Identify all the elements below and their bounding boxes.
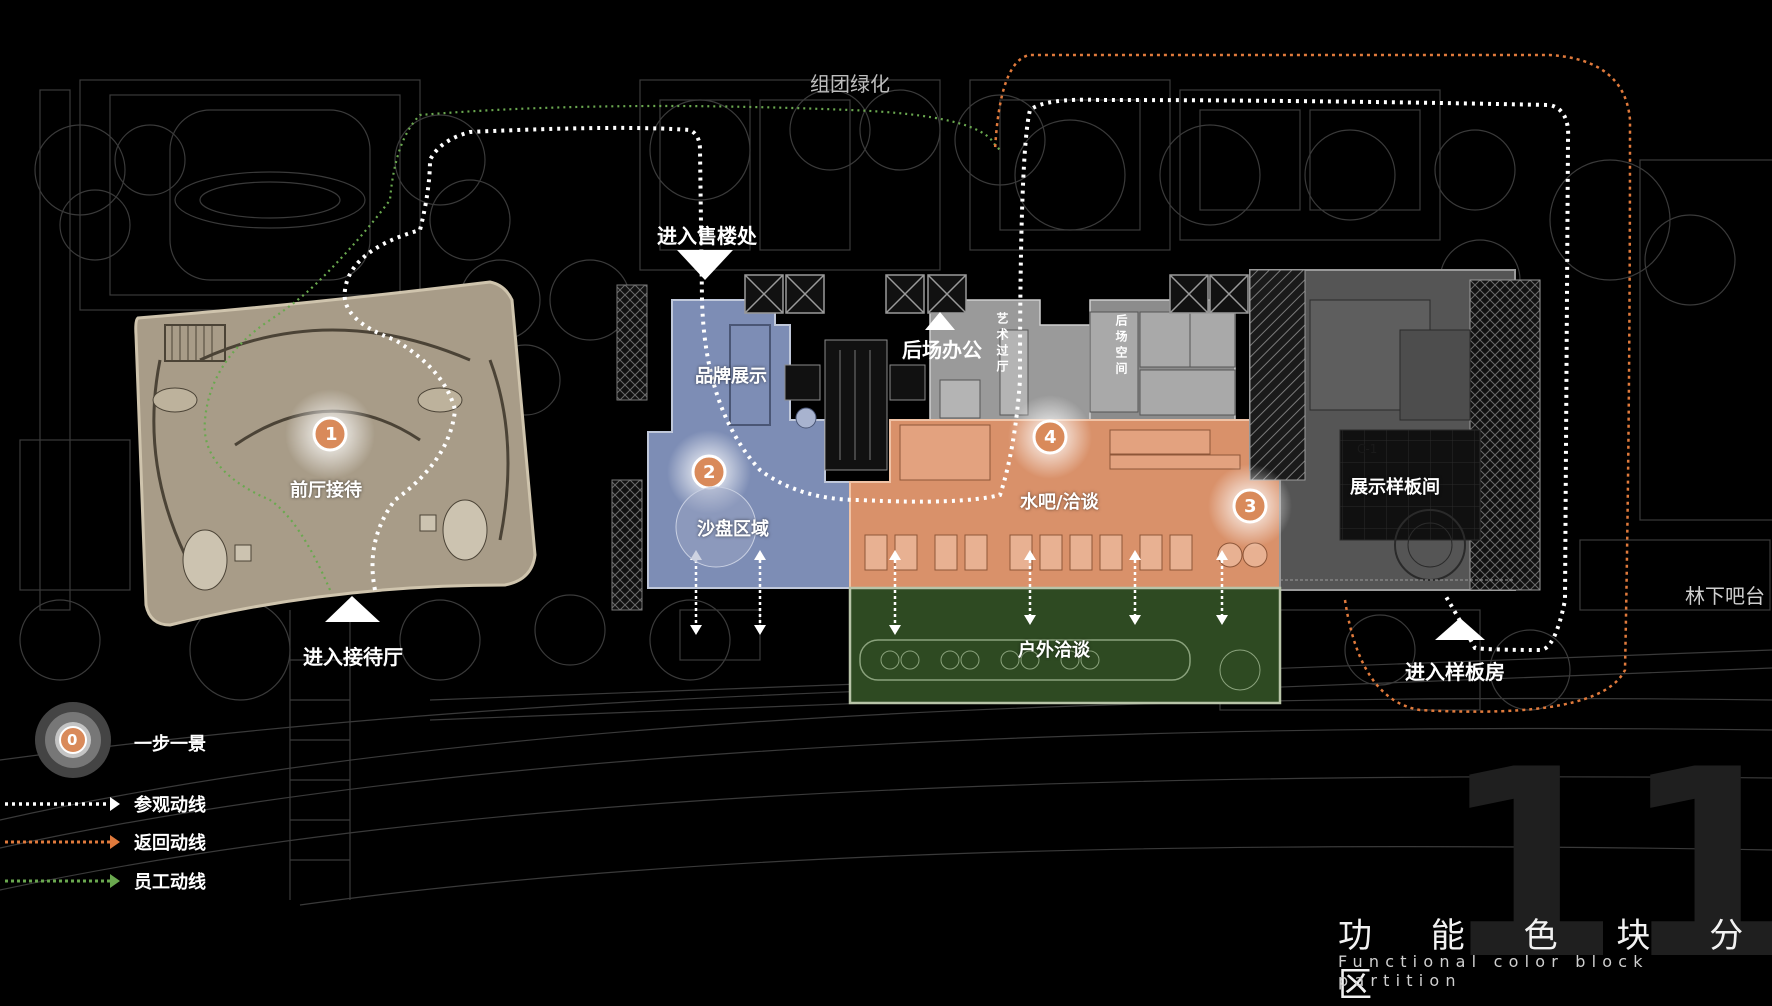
viewpoint-circle-icon [285, 389, 375, 479]
entry-triangle-icon [1435, 618, 1485, 640]
zone-label-showroom: 展示样板间 [1350, 477, 1440, 498]
legend-viewpoint-label: 一步一景 [134, 734, 206, 755]
marker-3-number: 3 [1244, 496, 1257, 517]
zone-label-lobby: 前厅接待 [290, 480, 362, 501]
entry-label-sales: 进入售楼处 [657, 224, 757, 248]
zone-label-outdoor: 户外洽谈 [1018, 640, 1090, 661]
marker-2-number: 2 [703, 462, 716, 483]
floor-plan-diagram: 11 [0, 53, 1772, 1006]
entry-label-model: 进入样板房 [1405, 660, 1505, 684]
zone-label-brand: 品牌展示 [695, 366, 767, 387]
staff-route-path [203, 104, 1001, 591]
entry-triangle-icon [325, 596, 380, 622]
faint-background-numeral: 11 [1440, 715, 1772, 984]
map-text-room-code: C-1 [1357, 442, 1378, 456]
visit-route-path [342, 97, 1571, 653]
entry-triangle-icon [677, 250, 733, 280]
connection-arrows [694, 560, 1224, 625]
map-text-garden: 组团绿化 [810, 72, 890, 96]
marker-1-number: 1 [325, 424, 338, 445]
entry-triangle-icon [925, 312, 955, 330]
legend-staff-label: 员工动线 [134, 872, 206, 893]
map-text-forest-bar: 林下吧台 [1685, 584, 1765, 608]
planter-hatch-left-2 [611, 479, 643, 611]
return-route-path [993, 53, 1632, 713]
site-background [0, 79, 1772, 906]
outdoor-zone [848, 586, 1282, 705]
water-bar-zone [849, 419, 1281, 589]
arrow-right-icon [110, 835, 120, 849]
zone-label-water-bar: 水吧/洽谈 [1020, 492, 1099, 513]
stair-core [784, 339, 926, 471]
zone-label-sand-table: 沙盘区域 [697, 519, 769, 540]
arrow-right-icon [110, 874, 120, 888]
zone-label-art-corridor: 艺术过厅 [995, 312, 1009, 376]
zone-label-back-office: 后场办公 [902, 338, 982, 362]
arrow-right-icon [110, 797, 120, 811]
showroom-zone [1249, 269, 1541, 591]
entry-label-reception: 进入接待厅 [303, 645, 403, 669]
sand-table-circle [675, 486, 757, 568]
legend-viewpoint-number: 0 [67, 731, 78, 749]
viewpoint-circle-icon [1008, 395, 1092, 479]
back-office-zone [929, 299, 1236, 421]
legend-viewpoint-icon [35, 702, 111, 778]
viewpoint-circle-icon [1208, 464, 1292, 548]
connection-arrowheads [690, 550, 1228, 635]
legend-visit-label: 参观动线 [134, 795, 206, 816]
legend-return-label: 返回动线 [134, 833, 206, 854]
planter-hatch-left [616, 284, 648, 401]
page-subtitle: Functional color block partition [1338, 952, 1649, 990]
floor-plan-svg: 11 [0, 53, 1772, 1006]
zone-label-back-space: 后场空间 [1114, 314, 1128, 378]
marker-4-number: 4 [1044, 427, 1057, 448]
